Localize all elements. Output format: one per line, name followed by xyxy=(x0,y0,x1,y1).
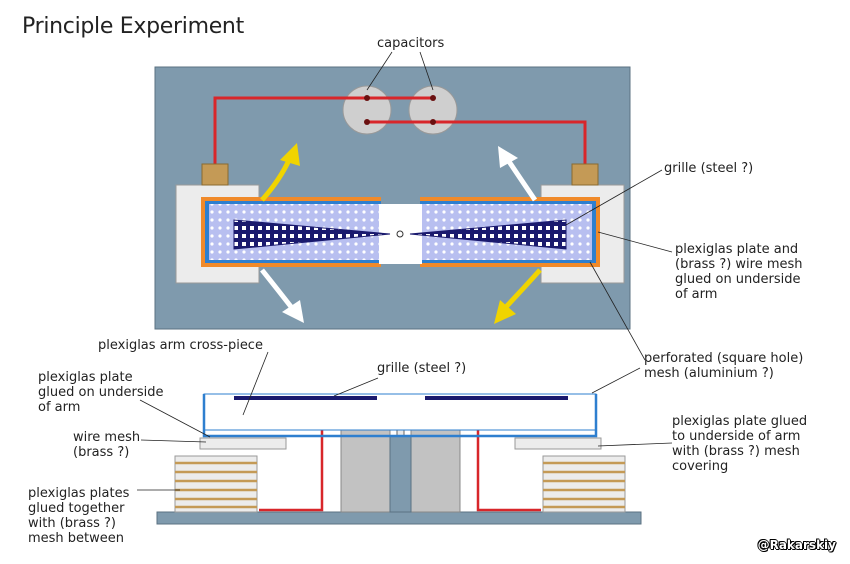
top-view xyxy=(154,51,673,361)
arrow-bottom-left xyxy=(260,268,304,323)
arrow-top-left xyxy=(260,143,300,202)
plate-stack-right xyxy=(542,455,626,513)
label-grille-side: grille (steel ?) xyxy=(377,361,467,376)
pivot xyxy=(396,230,404,238)
arrow-top-right xyxy=(498,146,538,202)
label-wire-mesh: wire mesh (brass ?) xyxy=(73,430,141,460)
capacitor-block-right xyxy=(410,424,461,513)
base-plate xyxy=(156,511,642,525)
grille-side-right xyxy=(425,396,568,400)
grille-side-left xyxy=(234,396,377,400)
wire-right xyxy=(367,120,587,170)
terminal-left xyxy=(201,163,229,186)
grille-left xyxy=(233,219,391,250)
label-perforated-mesh: perforated (square hole) mesh (aluminium… xyxy=(644,351,804,381)
label-plate-right: plexiglas plate glued to underside of ar… xyxy=(672,414,808,474)
side-view xyxy=(137,351,673,525)
grille-right xyxy=(409,219,567,250)
center-post xyxy=(389,435,412,513)
label-capacitors: capacitors xyxy=(377,36,445,51)
credit-watermark: @Rakarskiy xyxy=(757,538,836,552)
terminal-right xyxy=(571,163,599,186)
plate-stack-left xyxy=(174,455,258,513)
label-plates-glued: plexiglas plates glued together with (br… xyxy=(28,486,130,546)
plate-under-arm-left xyxy=(199,437,287,450)
capacitor-block-left xyxy=(340,424,391,513)
wire-left xyxy=(213,96,367,170)
label-plate-left: plexiglas plate glued on underside of ar… xyxy=(38,370,164,415)
label-arm-cross-piece: plexiglas arm cross-piece xyxy=(98,338,263,353)
arrow-bottom-right xyxy=(494,268,542,324)
capacitor-left xyxy=(342,85,392,135)
page-title: Principle Experiment xyxy=(22,14,244,39)
plate-under-arm-right xyxy=(514,437,602,450)
capacitor-right xyxy=(408,85,458,135)
label-plexiglas-plate-top: plexiglas plate and (brass ?) wire mesh … xyxy=(675,242,803,302)
label-grille-top: grille (steel ?) xyxy=(664,161,754,176)
